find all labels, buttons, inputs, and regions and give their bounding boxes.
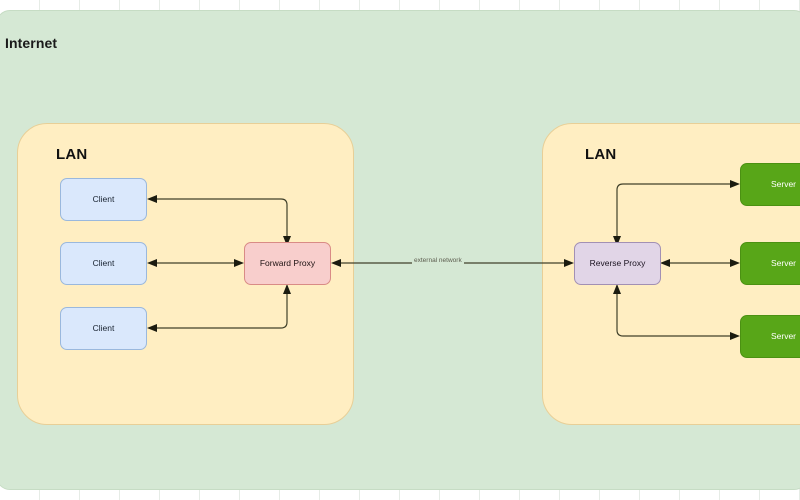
node-server-2[interactable]: Server — [740, 242, 800, 285]
node-reverse-proxy[interactable]: Reverse Proxy — [574, 242, 661, 285]
external-network-label: external network — [412, 257, 464, 264]
node-label: Forward Proxy — [259, 257, 316, 268]
node-forward-proxy[interactable]: Forward Proxy — [244, 242, 331, 285]
node-server-3[interactable]: Server — [740, 315, 800, 358]
node-label: Server — [770, 178, 797, 189]
node-client-3[interactable]: Client — [60, 307, 147, 350]
node-label: Reverse Proxy — [589, 257, 646, 268]
internet-label: Internet — [5, 35, 58, 51]
lan-label-left: LAN — [56, 146, 88, 163]
node-client-1[interactable]: Client — [60, 178, 147, 221]
node-client-2[interactable]: Client — [60, 242, 147, 285]
node-server-1[interactable]: Server — [740, 163, 800, 206]
node-label: Client — [92, 322, 115, 333]
node-label: Client — [92, 193, 115, 204]
node-label: Server — [770, 330, 797, 341]
node-label: Server — [770, 257, 797, 268]
node-label: Client — [92, 257, 115, 268]
lan-label-right: LAN — [585, 146, 617, 163]
